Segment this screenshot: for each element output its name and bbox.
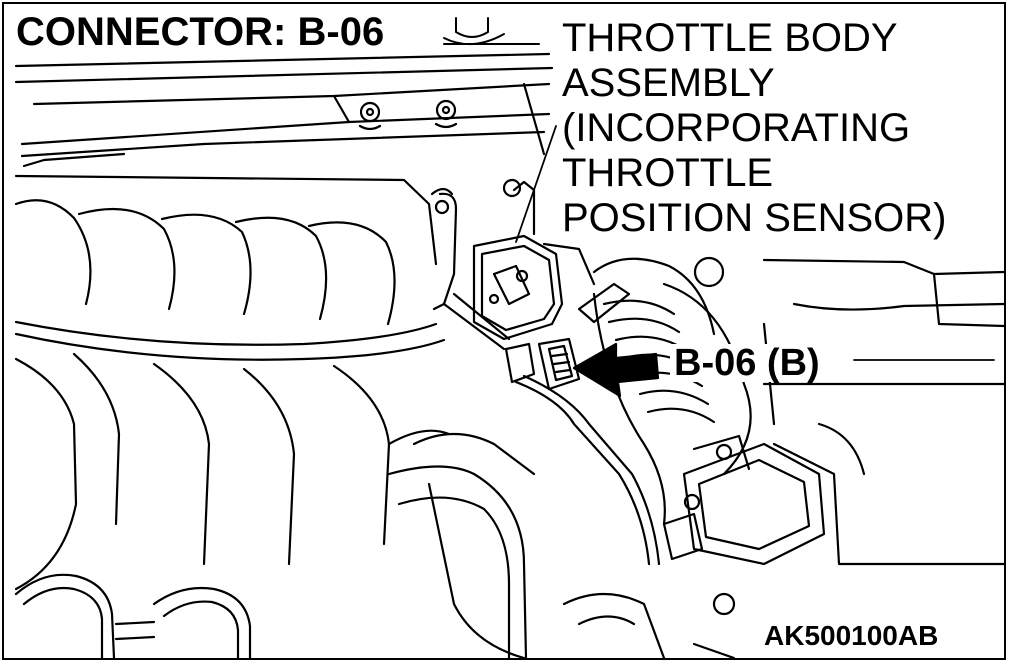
right-side-structures bbox=[762, 258, 1004, 566]
throttle-body bbox=[430, 178, 596, 341]
component-name-label: THROTTLE BODY ASSEMBLY (INCORPORATING TH… bbox=[558, 14, 953, 245]
connector-callout-label: B-06 (B) bbox=[670, 344, 824, 382]
engine-bay-illustration bbox=[14, 17, 1004, 658]
air-flow-sensor bbox=[662, 434, 826, 566]
cover-bolts bbox=[358, 99, 458, 131]
pointer-arrow-icon bbox=[572, 342, 660, 398]
connector-b06-harness bbox=[442, 282, 661, 566]
intake-manifold bbox=[14, 174, 451, 591]
connector-title: CONNECTOR: B-06 bbox=[12, 12, 389, 52]
figure-code: AK500100AB bbox=[760, 622, 943, 650]
lower-gaskets bbox=[14, 573, 252, 658]
upper-cover-strips bbox=[14, 52, 554, 168]
lower-hoses bbox=[387, 432, 736, 658]
component-leader-line bbox=[515, 125, 557, 243]
harness-connector-symbol-icon bbox=[443, 17, 540, 46]
